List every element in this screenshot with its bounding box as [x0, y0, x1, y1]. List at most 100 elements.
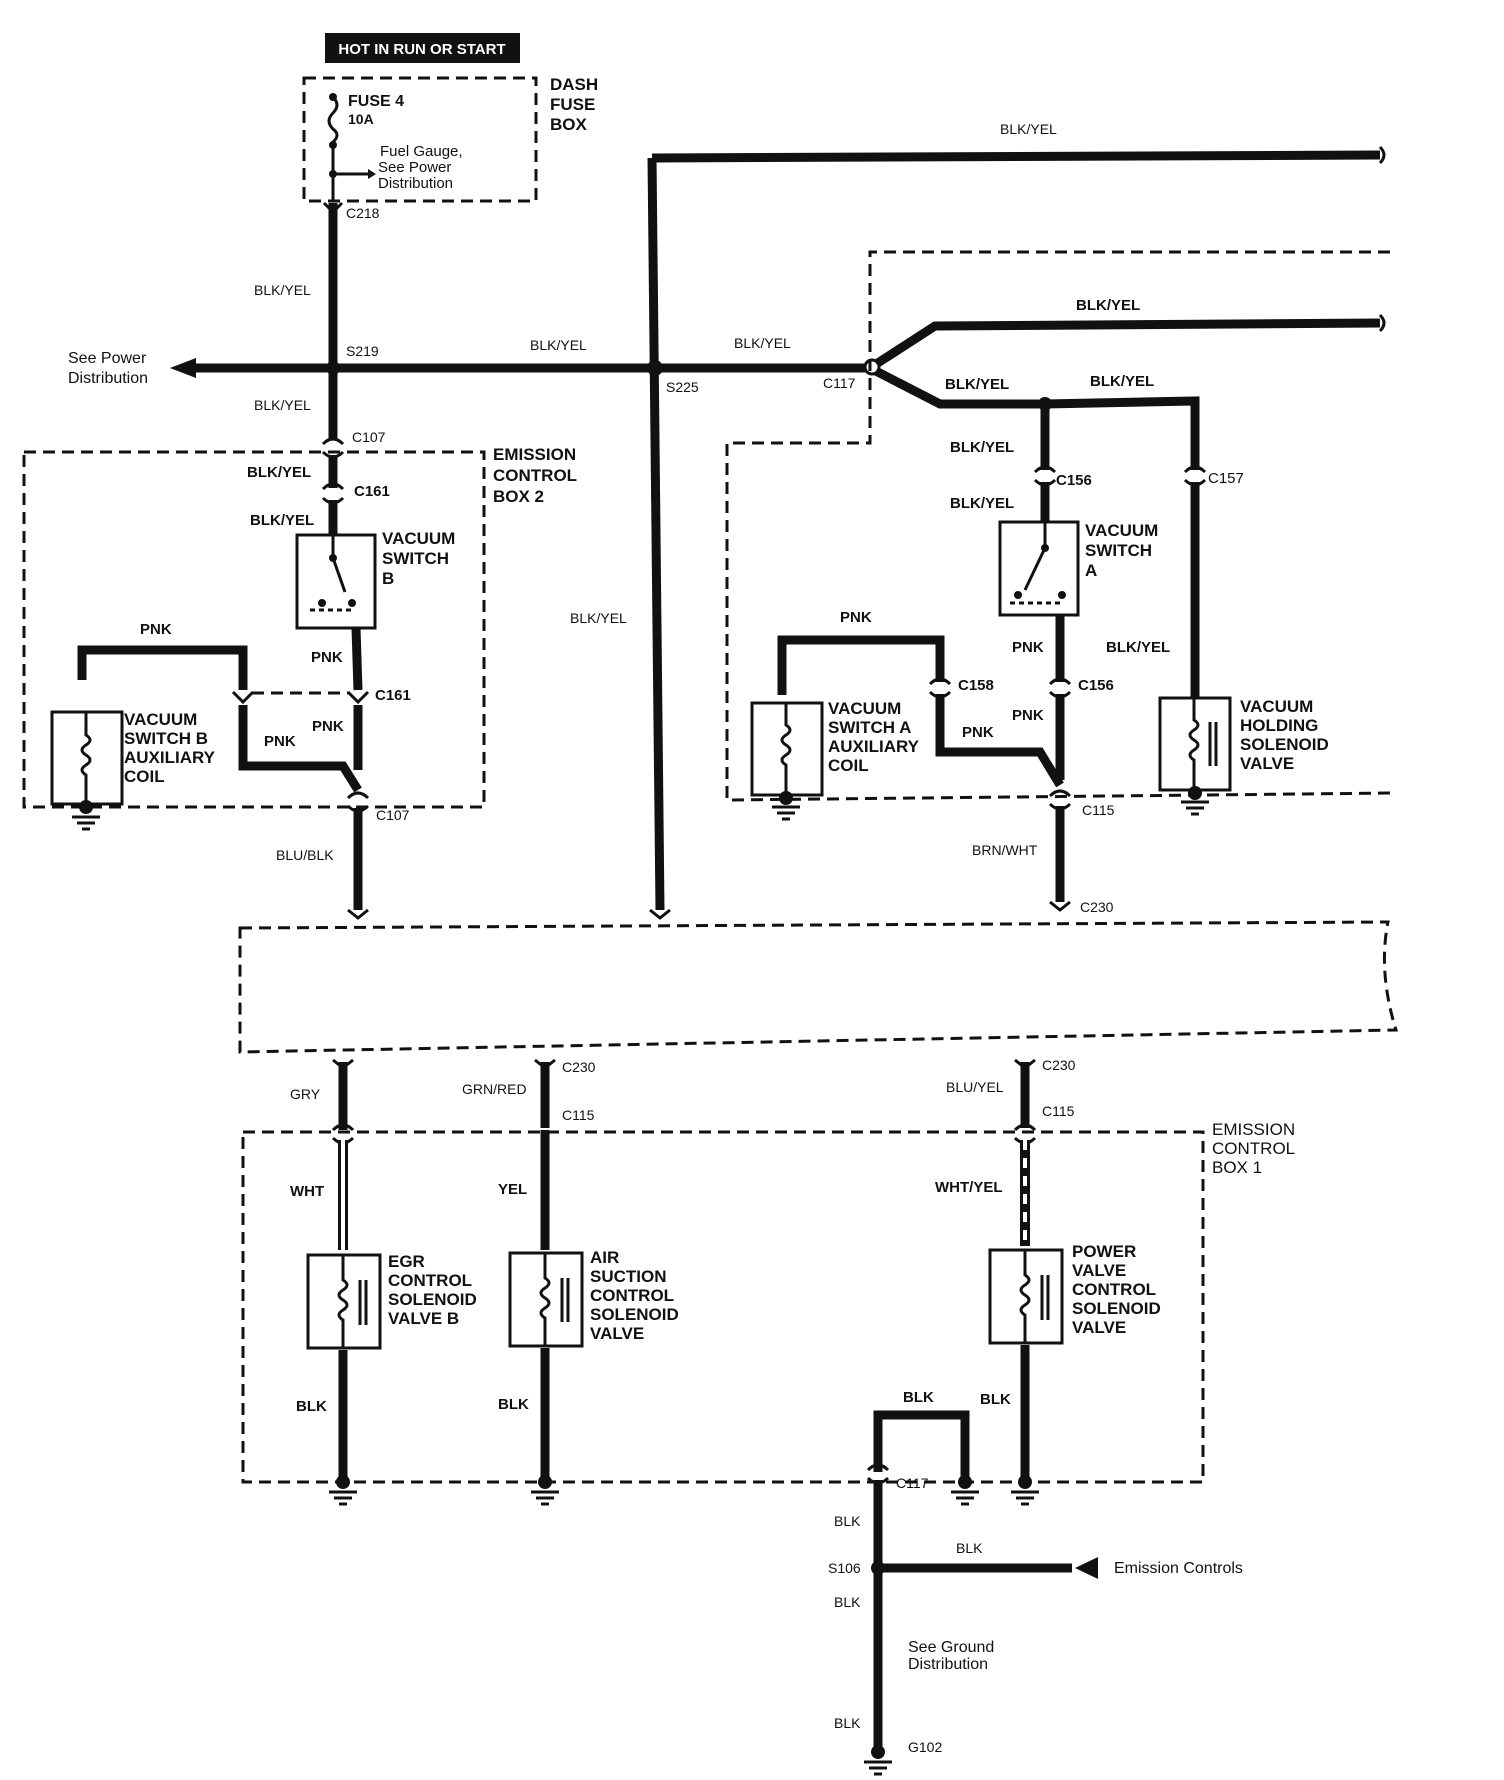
wire-pnk-aux-a	[777, 635, 945, 695]
svg-text:COIL: COIL	[828, 756, 869, 775]
ground-icon	[531, 1475, 559, 1506]
svg-text:CONTROL: CONTROL	[493, 466, 577, 485]
egr-label: EGR CONTROL SOLENOID VALVE B	[388, 1252, 477, 1328]
connector-c115-mid: C115	[562, 1107, 595, 1123]
connector-c117-top: C117	[823, 375, 856, 391]
wire-top-blk-yel	[651, 150, 1381, 163]
wire-label: BLK/YEL	[250, 512, 314, 529]
svg-text:B: B	[382, 569, 394, 588]
wire-label: YEL	[498, 1181, 527, 1198]
svg-text:SWITCH: SWITCH	[382, 549, 449, 568]
splice-s219	[326, 361, 340, 375]
aux-coil-b-label: VACUUM SWITCH B AUXILIARY COIL	[124, 710, 216, 786]
svg-text:VACUUM: VACUUM	[382, 529, 455, 548]
vacuum-switch-b	[295, 533, 377, 630]
svg-text:BOX: BOX	[550, 115, 588, 134]
wire-label: BLK/YEL	[570, 610, 627, 626]
emission-controls-label: Emission Controls	[1114, 1560, 1243, 1577]
wire-label: BLK	[956, 1540, 983, 1556]
svg-text:VALVE: VALVE	[1240, 754, 1294, 773]
svg-text:SOLENOID: SOLENOID	[388, 1290, 477, 1309]
ground-icon	[864, 1745, 892, 1776]
fuel-gauge-note-2: See Power	[378, 159, 451, 176]
ground-icon	[329, 1475, 357, 1506]
wire-label: BLK/YEL	[1090, 373, 1154, 390]
svg-text:FUSE: FUSE	[550, 95, 595, 114]
svg-text:DASH: DASH	[550, 75, 598, 94]
fuel-gauge-note-1: Fuel Gauge,	[380, 143, 463, 160]
connector-c230-right: C230	[1042, 1057, 1076, 1073]
svg-text:BOX 1: BOX 1	[1212, 1158, 1262, 1177]
wire-label: WHT	[290, 1183, 324, 1200]
connector-c157: C157	[1208, 470, 1244, 487]
see-power-2: Distribution	[68, 370, 148, 387]
wire-label: BLK	[903, 1389, 934, 1406]
svg-text:POWER: POWER	[1072, 1242, 1136, 1261]
svg-text:EMISSION: EMISSION	[1212, 1120, 1295, 1139]
connector-c117-bottom: C117	[896, 1475, 929, 1491]
svg-text:VACUUM: VACUUM	[124, 710, 197, 729]
connector-c156-mid: C156	[1078, 677, 1114, 694]
wire-label: BLK/YEL	[1106, 639, 1170, 656]
wire-label: PNK	[840, 609, 872, 626]
splice-s106-label: S106	[828, 1560, 861, 1576]
ground-icon	[1181, 786, 1209, 816]
connector-c158: C158	[958, 677, 994, 694]
wire-label: BRN/WHT	[972, 842, 1038, 858]
hot-in-run-banner	[325, 33, 520, 63]
connector-c230-top: C230	[1080, 899, 1114, 915]
splice-s225-label: S225	[666, 379, 699, 395]
wire-pnk-aux-b	[77, 645, 248, 690]
ground-icon	[72, 800, 100, 831]
fuse-rating: 10A	[348, 111, 374, 127]
emission-box-2-title: EMISSION CONTROL BOX 2	[493, 445, 577, 506]
see-power-1: See Power	[68, 350, 147, 367]
emission-controls-arrow-icon	[1075, 1557, 1098, 1579]
aux-coil-a-label: VACUUM SWITCH A AUXILIARY COIL	[828, 699, 920, 775]
vacuum-switch-a	[998, 520, 1080, 617]
wire-label: PNK	[264, 733, 296, 750]
connector-c107-bottom: C107	[376, 807, 410, 823]
connector-c115-right: C115	[1042, 1103, 1075, 1119]
vacuum-switch-b-label: VACUUM SWITCH B	[382, 529, 455, 588]
wire-label: PNK	[311, 649, 343, 666]
wire-label: BLK	[980, 1391, 1011, 1408]
wire-to-holding	[1044, 396, 1200, 470]
svg-text:AUXILIARY: AUXILIARY	[124, 748, 216, 767]
svg-text:SUCTION: SUCTION	[590, 1267, 667, 1286]
wire-label: BLK/YEL	[950, 439, 1014, 456]
splice-s219-label: S219	[346, 343, 379, 359]
wire-label: PNK	[962, 724, 994, 741]
wire-label: BLK	[834, 1513, 861, 1529]
wire-label: BLK/YEL	[254, 282, 311, 298]
wire-label: BLK	[834, 1594, 861, 1610]
svg-text:VACUUM: VACUUM	[1085, 521, 1158, 540]
wire-pnk-switch-b	[351, 627, 363, 691]
connector-c117-symbol	[863, 358, 881, 376]
svg-text:EMISSION: EMISSION	[493, 445, 576, 464]
ground-icon	[1011, 1475, 1039, 1506]
connector-c107-symbol	[321, 437, 345, 459]
svg-text:BOX 2: BOX 2	[493, 487, 544, 506]
wire-label: PNK	[140, 621, 172, 638]
wire-label: BLK/YEL	[1076, 297, 1140, 314]
svg-text:SWITCH B: SWITCH B	[124, 729, 208, 748]
dash-fuse-box	[302, 76, 538, 203]
wire-label: GRY	[290, 1086, 321, 1102]
svg-text:AUXILIARY: AUXILIARY	[828, 737, 920, 756]
emission-control-box-1	[241, 1130, 1205, 1484]
svg-text:SWITCH: SWITCH	[1085, 541, 1152, 560]
svg-text:SOLENOID: SOLENOID	[590, 1305, 679, 1324]
wire-c117-upper	[867, 318, 1381, 372]
wire-label: PNK	[1012, 639, 1044, 656]
svg-text:COIL: COIL	[124, 767, 165, 786]
connector-c218: C218	[346, 205, 380, 221]
svg-text:CONTROL: CONTROL	[388, 1271, 472, 1290]
svg-text:HOLDING: HOLDING	[1240, 716, 1318, 735]
wire-label: BLK/YEL	[945, 376, 1009, 393]
banner-label: HOT IN RUN OR START	[338, 41, 505, 58]
wire-label: WHT/YEL	[935, 1179, 1003, 1196]
svg-text:VALVE B: VALVE B	[388, 1309, 459, 1328]
vacuum-switch-a-label: VACUUM SWITCH A	[1085, 521, 1158, 580]
